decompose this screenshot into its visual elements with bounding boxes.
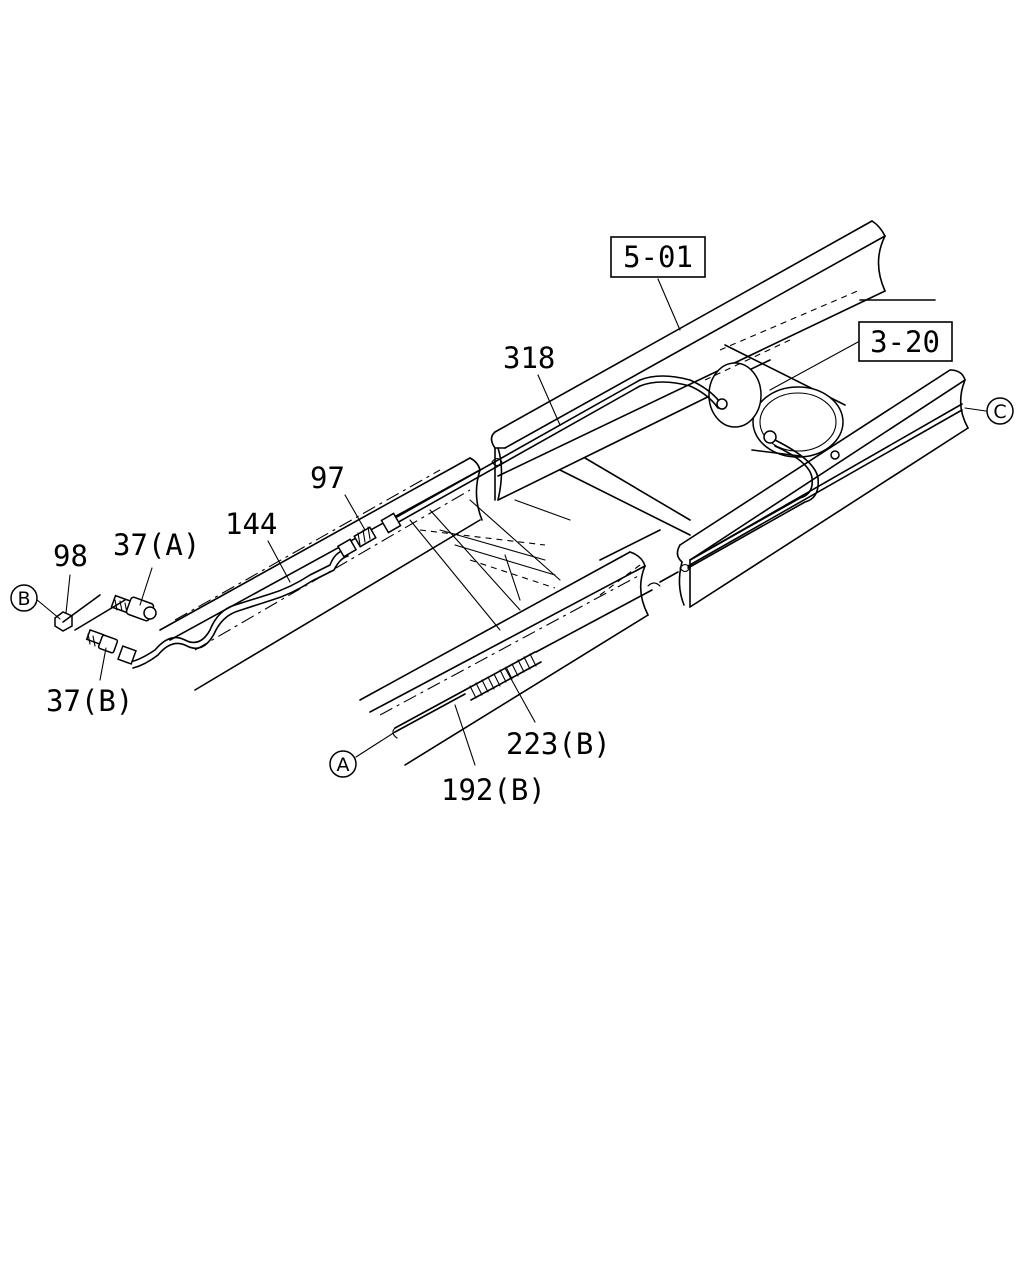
part-144-label: 144 bbox=[225, 507, 277, 541]
part-98-label: 98 bbox=[53, 539, 88, 573]
pipe-318 bbox=[394, 375, 963, 573]
part-97-label: 97 bbox=[310, 461, 345, 495]
spring-223b bbox=[464, 651, 542, 701]
fitting-97 bbox=[336, 512, 402, 558]
frame-rail-upper bbox=[490, 220, 886, 501]
frame-rail-right bbox=[676, 299, 969, 608]
ref-box-5-01[interactable]: 5-01 bbox=[610, 236, 706, 278]
ref-5-01-label: 5-01 bbox=[623, 240, 693, 274]
pipe-144 bbox=[129, 549, 349, 669]
svg-text:C: C bbox=[993, 401, 1006, 423]
svg-text:A: A bbox=[337, 754, 350, 776]
fittings-left bbox=[54, 594, 157, 665]
air-tank bbox=[704, 339, 844, 460]
frame-rail-lower bbox=[359, 551, 649, 766]
svg-text:B: B bbox=[17, 588, 30, 610]
part-318-label: 318 bbox=[503, 341, 555, 375]
part-37b-label: 37(B) bbox=[46, 684, 133, 718]
part-223b-label: 223(B) bbox=[506, 727, 611, 761]
ref-3-20-label: 3-20 bbox=[870, 325, 940, 359]
marker-c: C bbox=[986, 397, 1014, 425]
ref-box-3-20[interactable]: 3-20 bbox=[858, 321, 953, 362]
cable-192b bbox=[392, 571, 679, 739]
leader-lines bbox=[35, 278, 987, 766]
marker-b: B bbox=[10, 584, 38, 612]
part-37a-label: 37(A) bbox=[113, 528, 200, 562]
part-192b-label: 192(B) bbox=[441, 773, 546, 807]
marker-a: A bbox=[329, 750, 357, 778]
